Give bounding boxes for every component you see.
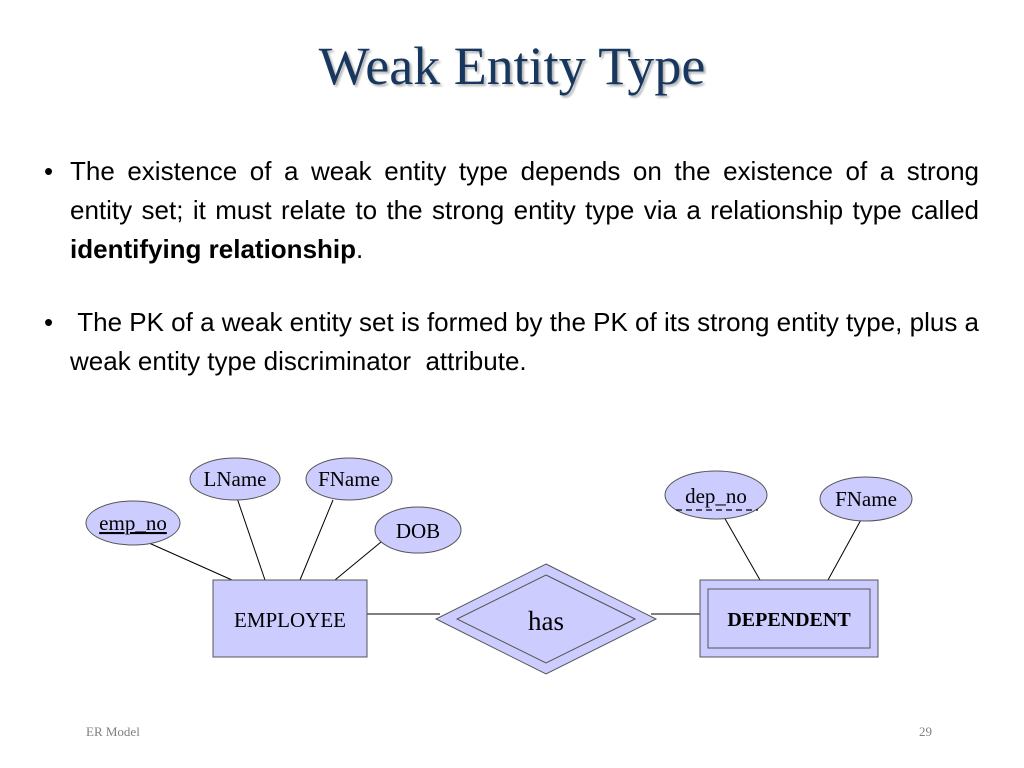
entity-dependent: DEPENDENT [699, 579, 879, 658]
attr-lname-label: LName [204, 467, 267, 491]
line-dob-employee [334, 541, 382, 581]
attr-dob-label: DOB [396, 519, 440, 543]
attr-fname-employee: FName [305, 457, 393, 501]
line-lname-employee [236, 497, 266, 581]
attr-dep-no-label: dep_no [685, 484, 747, 508]
bullet-list: • The existence of a weak entity type de… [44, 152, 979, 415]
relationship-has: has [434, 563, 658, 675]
bullet-1-bold-term: identifying relationship [70, 234, 357, 264]
line-depno-dependent [723, 516, 761, 581]
attr-fname-employee-label: FName [318, 467, 380, 491]
attr-emp-no-label: emp_no [99, 511, 167, 535]
entity-dependent-label: DEPENDENT [727, 609, 851, 631]
attr-lname: LName [189, 457, 281, 501]
entity-employee: EMPLOYEE [212, 579, 368, 658]
bullet-1-text: The existence of a weak entity type depe… [70, 156, 979, 225]
entity-employee-label: EMPLOYEE [234, 608, 346, 632]
attr-emp-no: emp_no [85, 500, 181, 546]
bullet-2-text: The PK of a weak entity set is formed by… [70, 307, 987, 376]
line-fname-employee [299, 499, 334, 581]
attr-fname-dependent: FName [819, 476, 913, 522]
bullet-dot-icon: • [44, 156, 54, 186]
attr-fname-dependent-label: FName [835, 487, 897, 511]
line-empno-employee [148, 542, 233, 581]
footer-label: ER Model [86, 724, 140, 739]
connector-lines [148, 497, 863, 615]
slide-number: 29 [919, 724, 932, 739]
attr-dob: DOB [374, 506, 462, 554]
line-fname-dependent [827, 517, 863, 581]
relationship-has-label: has [528, 606, 564, 636]
bullet-item-1: • The existence of a weak entity type de… [44, 152, 979, 269]
bullet-1-text-end: . [356, 234, 364, 264]
bullet-item-2: • The PK of a weak entity set is formed … [44, 303, 979, 381]
slide-title: Weak Entity Type [318, 36, 706, 96]
bullet-dot-icon: • [44, 307, 54, 337]
attr-dep-no: dep_no [664, 470, 768, 520]
